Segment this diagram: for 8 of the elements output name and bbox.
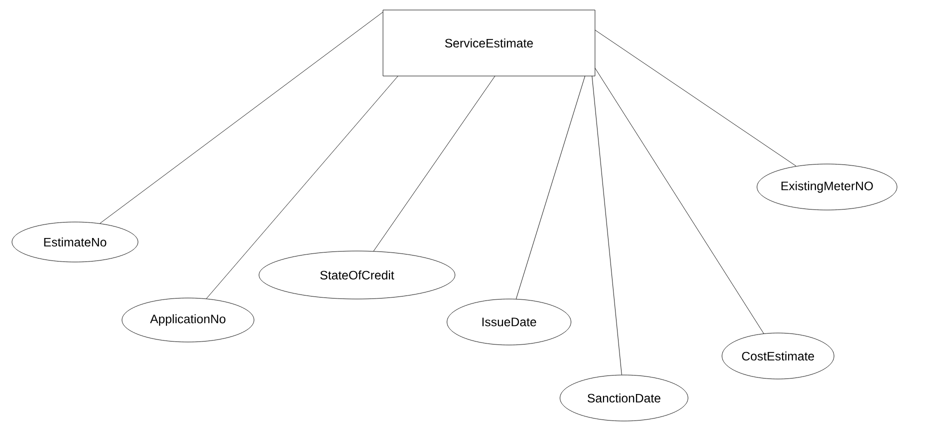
connector-line — [594, 30, 796, 166]
connector-line — [594, 68, 764, 334]
entity-box: ServiceEstimate — [382, 10, 596, 76]
connector-line — [100, 12, 384, 224]
connector-line — [592, 76, 622, 376]
connector-line — [206, 76, 398, 299]
connector-line — [373, 76, 496, 252]
connector-line — [516, 76, 586, 300]
